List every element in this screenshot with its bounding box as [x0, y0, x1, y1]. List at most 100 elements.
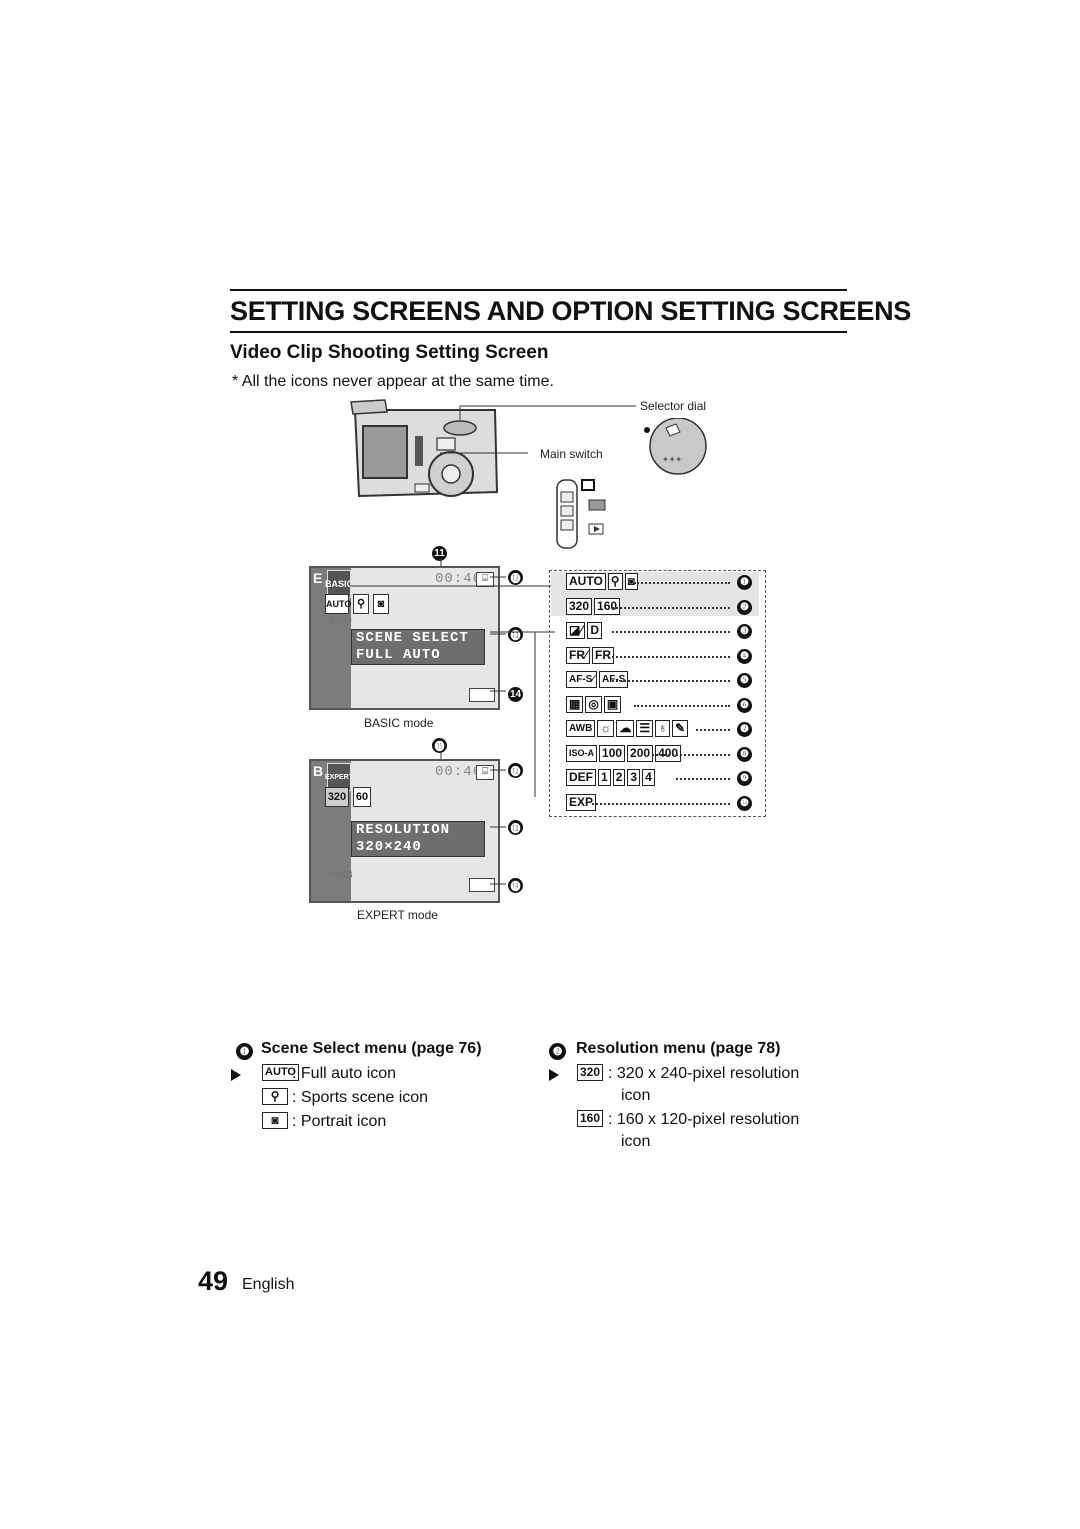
- iso-100-icon: 100: [599, 744, 626, 762]
- expert-mode-caption: EXPERT mode: [357, 908, 438, 922]
- menu-line-2: FULL AUTO: [356, 647, 441, 663]
- camera-leader-lines: [440, 405, 636, 454]
- row-number-7: ❼: [737, 719, 752, 737]
- leader-dots: [634, 582, 730, 584]
- spot-metering-icon: ▣: [603, 695, 622, 713]
- exp-icon: EXP: [566, 793, 597, 811]
- battery-icon: [469, 688, 495, 702]
- cloud-icon: ☁: [616, 719, 635, 737]
- camera-illustration: [350, 399, 499, 498]
- basic-mode-screen: E BASIC 00:46 ⌸ AUTO ⚲ ◙ 320 SCENE SELEC…: [309, 566, 500, 710]
- res-160-label: : 160 x 120-pixel resolution: [608, 1111, 800, 1128]
- scene-select-menu: SCENE SELECT FULL AUTO: [351, 629, 485, 665]
- portrait-icon: ◙: [624, 572, 638, 590]
- leader-dots: [612, 656, 730, 658]
- film-icon: ⌸: [476, 765, 494, 780]
- sports-icon: ⚲: [353, 594, 369, 614]
- fr-on-icon: FR: [592, 646, 614, 664]
- resolution-number: ❷: [549, 1042, 566, 1060]
- mode-letter: E: [313, 570, 323, 586]
- callout-14-basic: 14: [508, 687, 523, 702]
- main-switch: [556, 479, 606, 549]
- sharpness-2-icon: 2: [612, 768, 626, 786]
- callout-11-expert: ⓫: [432, 737, 447, 755]
- row-number-4: ❹: [737, 646, 752, 664]
- icon-row-2: 320 160: [566, 596, 622, 616]
- row-number-1: ❶: [737, 572, 752, 590]
- res-320-label-cont: icon: [621, 1087, 651, 1104]
- title-underline: [230, 331, 847, 333]
- leader-dots: [676, 778, 730, 780]
- menu-line-1: SCENE SELECT: [356, 630, 469, 646]
- selector-dial-label: Selector dial: [640, 399, 707, 413]
- portrait-scene-icon: ◙: [262, 1112, 288, 1129]
- stabilizer-on-icon: D: [587, 621, 603, 639]
- top-rule: [230, 289, 847, 291]
- icon-row-3: ◪⁄ D: [566, 620, 604, 640]
- expert-mode-screen: B EXPERT 00:46 ⌸ 320 60 RESOLUTION 320×2…: [309, 759, 500, 903]
- row-number-2: ❷: [737, 597, 752, 615]
- auto-icon: AUTO: [325, 594, 351, 614]
- callout-12-basic: ⓬: [508, 569, 523, 587]
- def-icon: DEF: [566, 768, 596, 786]
- res-160-icon: 160: [594, 597, 621, 615]
- sharpness-4-icon: 4: [642, 768, 655, 786]
- icon-row-6: ▦ ◎ ▣: [566, 694, 623, 714]
- sports-scene-icon: ⚲: [262, 1088, 288, 1105]
- awb-icon: AWB: [566, 719, 596, 737]
- arrow-icon: [549, 1069, 559, 1081]
- row-number-3: ❸: [737, 621, 752, 639]
- row-number-5: ❺: [737, 670, 752, 688]
- mode-letter: B: [313, 763, 324, 779]
- row-number-6: ❻: [737, 695, 752, 713]
- connector-lines: [350, 585, 555, 797]
- time-remaining: 00:46: [435, 764, 483, 780]
- arrow-icon: [231, 1069, 241, 1081]
- afs-off-icon: AF-S⁄: [566, 670, 597, 688]
- svg-text:✦✦✦: ✦✦✦: [662, 455, 682, 464]
- callout-13-expert: ⓭: [508, 819, 523, 837]
- iso-400-icon: 400: [655, 744, 682, 762]
- res-160-label-cont: icon: [621, 1133, 651, 1150]
- row-number-10: ❿: [737, 793, 752, 811]
- fluorescent-icon: ☰: [636, 719, 654, 737]
- section-title: Video Clip Shooting Setting Screen: [230, 342, 549, 363]
- leader-dots: [634, 705, 730, 707]
- dropper-icon: ✎: [672, 719, 689, 737]
- portrait-label: : Portrait icon: [292, 1113, 387, 1130]
- full-auto-label: : Full auto icon: [292, 1065, 397, 1082]
- stabilizer-off-icon: ◪⁄: [566, 621, 586, 639]
- expert-callout-lines: [490, 769, 506, 885]
- sharpness-1-icon: 1: [598, 768, 611, 786]
- callout-14-expert: ⓮: [508, 877, 523, 895]
- leader-dots: [612, 631, 730, 633]
- icon-row-9: DEF 1 2 3 4: [566, 767, 657, 787]
- icon-row-10: EXP: [566, 792, 598, 812]
- fr-off-icon: FR⁄: [566, 646, 590, 664]
- basic-mode-caption: BASIC mode: [364, 716, 434, 730]
- battery-icon: [469, 878, 495, 892]
- icon-row-8: ISO-A 100 200 400: [566, 743, 683, 763]
- res-160-icon: 160: [577, 1110, 604, 1127]
- sun-icon: ☼: [597, 719, 615, 737]
- sharpness-3-icon: 3: [627, 768, 641, 786]
- full-auto-icon: AUTO: [262, 1064, 299, 1081]
- main-switch-label: Main switch: [540, 447, 603, 461]
- multi-metering-icon: ▦: [566, 695, 584, 713]
- leader-dots: [612, 680, 730, 682]
- iso-auto-icon: ISO-A: [566, 744, 598, 762]
- leader-dots: [652, 754, 730, 756]
- iso-200-icon: 200: [627, 744, 654, 762]
- sports-icon: ⚲: [607, 572, 623, 590]
- selector-dial: ✦✦✦: [644, 418, 707, 475]
- icon-list-panel: [549, 570, 766, 817]
- resolution-value: 320: [327, 612, 353, 629]
- icon-row-1: AUTO ⚲ ◙: [566, 571, 640, 591]
- scene-select-number: ❶: [236, 1042, 253, 1060]
- awb-label: AWB: [327, 869, 353, 881]
- callout-13-basic: ⓭: [508, 626, 523, 644]
- leader-dots: [696, 729, 730, 731]
- res-320-icon: 320: [566, 597, 593, 615]
- leader-dots: [592, 803, 730, 805]
- page-language: English: [242, 1276, 295, 1293]
